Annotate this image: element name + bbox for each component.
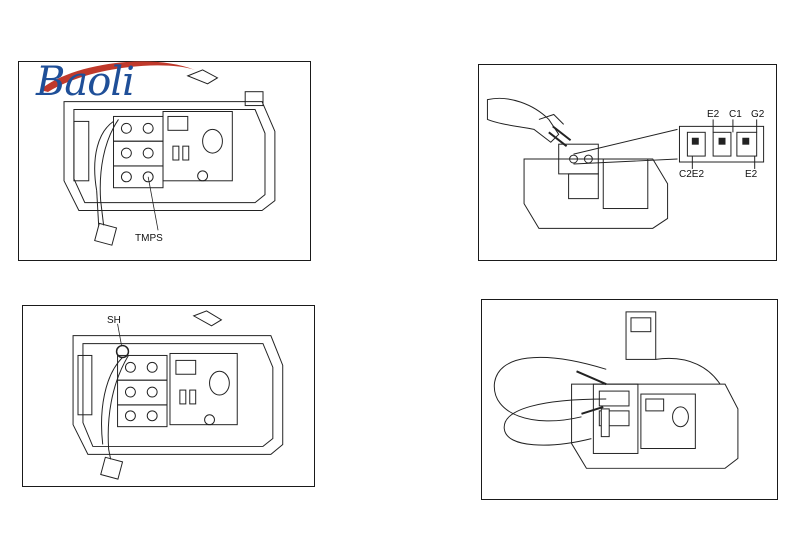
label-tmps: TMPS — [135, 233, 163, 244]
illustration-panel-1: TMPS — [18, 61, 311, 261]
logo-text: Baoli — [36, 59, 135, 105]
label-c1: C1 — [729, 109, 742, 120]
illustration-panel-2: E2 C1 G2 C2E2 E2 — [478, 64, 777, 261]
label-g2: G2 — [751, 109, 765, 120]
illustration-panel-3: SH — [22, 305, 315, 487]
label-sh: SH — [107, 315, 121, 326]
panel3-drawing — [72, 310, 284, 480]
label-e2-bottom: E2 — [745, 169, 758, 180]
illustration-panel-4 — [481, 299, 778, 500]
panel2-drawing — [486, 97, 765, 229]
logo-swoosh — [40, 61, 195, 92]
baoli-logo: Baoli — [30, 52, 200, 112]
panel4-drawing — [493, 311, 739, 469]
label-e2-top: E2 — [707, 109, 720, 120]
panel1-drawing — [63, 69, 276, 246]
label-c2e2: C2E2 — [679, 169, 705, 180]
